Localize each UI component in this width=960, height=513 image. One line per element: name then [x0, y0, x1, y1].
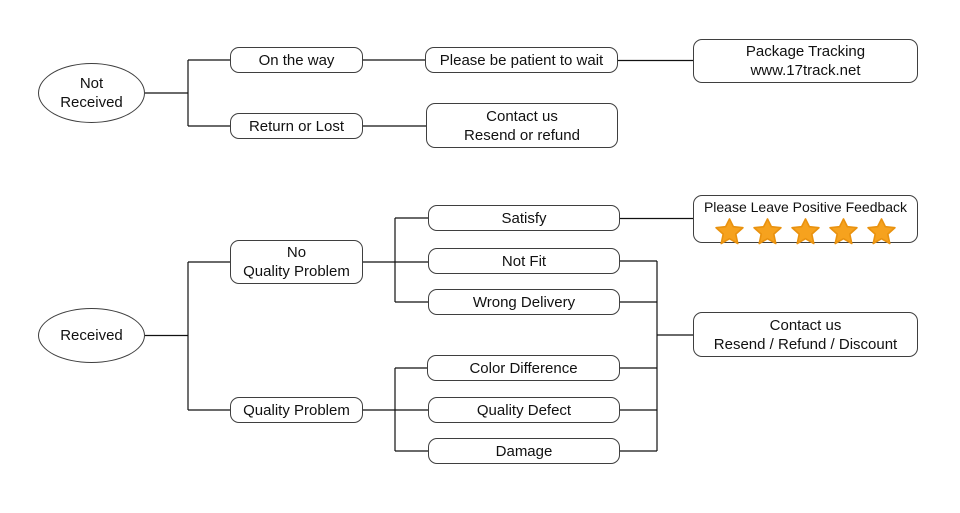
connector-path: [145, 59, 693, 452]
node-contact-resend-refund: Contact us Resend or refund: [426, 103, 618, 148]
feedback-title: Please Leave Positive Feedback: [703, 199, 908, 215]
star-icon: [753, 218, 782, 245]
star-icon: [791, 218, 820, 245]
node-received: Received: [38, 308, 145, 363]
node-damage: Damage: [428, 438, 620, 464]
star-rating: [715, 218, 896, 245]
node-no-quality-problem: No Quality Problem: [230, 240, 363, 284]
node-contact-resend-refund-discount: Contact us Resend / Refund / Discount: [693, 312, 918, 357]
node-be-patient: Please be patient to wait: [425, 47, 618, 73]
node-on-the-way: On the way: [230, 47, 363, 73]
node-quality-problem: Quality Problem: [230, 397, 363, 423]
node-not-fit: Not Fit: [428, 248, 620, 274]
node-return-or-lost: Return or Lost: [230, 113, 363, 139]
node-package-tracking: Package Tracking www.17track.net: [693, 39, 918, 83]
node-positive-feedback: Please Leave Positive Feedback: [693, 195, 918, 245]
star-icon: [715, 218, 744, 245]
node-quality-defect: Quality Defect: [428, 397, 620, 423]
node-not-received: Not Received: [38, 63, 145, 123]
star-icon: [867, 218, 896, 245]
node-satisfy: Satisfy: [428, 205, 620, 231]
star-icon: [829, 218, 858, 245]
node-wrong-delivery: Wrong Delivery: [428, 289, 620, 315]
node-color-difference: Color Difference: [427, 355, 620, 381]
